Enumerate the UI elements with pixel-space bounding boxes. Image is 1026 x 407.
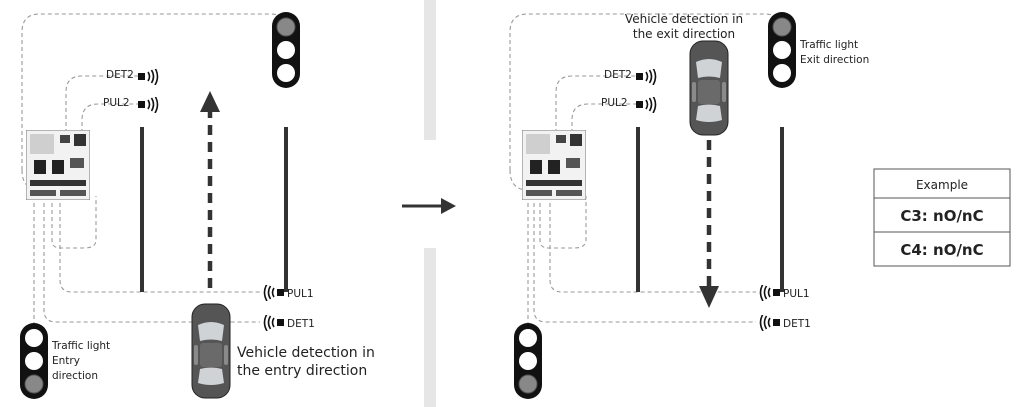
right-vehicle-detection-label-1: Vehicle detection in — [625, 12, 743, 26]
right-det1-label: DET1 — [783, 318, 811, 330]
right-exit-direction-arrow — [699, 140, 719, 308]
example-table-header: Example — [916, 178, 968, 192]
left-det1-label: DET1 — [287, 318, 315, 330]
left-lane-line-right — [284, 127, 288, 292]
right-wire-det2 — [555, 75, 638, 196]
left-wire-pul1 — [59, 196, 260, 293]
right-lane-line-left — [636, 127, 640, 292]
left-entry-direction-arrow — [200, 91, 220, 288]
example-table-row: C4: nO/nC — [900, 241, 983, 259]
right-control-board — [522, 130, 586, 200]
left-entry-traffic-light — [20, 323, 48, 399]
right-pul2-sensor-icon — [636, 97, 657, 113]
panel-divider — [424, 0, 436, 407]
right-det2-label: DET2 — [604, 69, 632, 81]
right-lane-line-right — [780, 127, 784, 292]
right-exit-light-middle — [773, 41, 791, 59]
left-vehicle-detection-label-2: the entry direction — [237, 363, 367, 379]
left-panel: DET2 PUL2 PUL1 DET1 Traffic light Entry … — [20, 12, 375, 399]
left-det2-sensor-icon — [138, 69, 159, 85]
left-pul1-label: PUL1 — [287, 288, 314, 300]
right-entry-traffic-light — [514, 323, 542, 399]
left-wire-det2 — [65, 75, 142, 196]
example-table-row: C3: nO/nC — [900, 207, 983, 225]
right-vehicle — [689, 40, 729, 136]
left-det1-sensor-icon — [263, 315, 284, 331]
left-control-board — [26, 130, 90, 200]
left-wire-bottom-loop — [51, 196, 97, 249]
right-det1-sensor-icon — [759, 315, 780, 331]
right-entry-light-middle — [519, 352, 537, 370]
right-pul1-label: PUL1 — [783, 288, 810, 300]
right-entry-light-top — [519, 329, 537, 347]
left-vehicle-detection-label-1: Vehicle detection in — [237, 345, 375, 361]
right-wire-pul2 — [571, 103, 638, 196]
left-pul2-sensor-icon — [138, 97, 159, 113]
divider-bottom — [424, 248, 436, 407]
left-pul2-label: PUL2 — [103, 97, 130, 109]
right-entry-light-bottom — [518, 374, 538, 394]
left-traffic-light-label-3: direction — [52, 370, 98, 382]
left-traffic-light-label-2: Entry — [52, 355, 80, 367]
right-exit-light-top — [772, 17, 792, 37]
left-exit-light-bottom — [277, 64, 295, 82]
right-exit-traffic-light — [768, 12, 796, 88]
right-pul1-sensor-icon — [759, 285, 780, 301]
right-wire-pul1 — [549, 196, 756, 293]
divider-top — [424, 0, 436, 140]
transition-arrow — [402, 198, 456, 214]
left-det2-label: DET2 — [106, 69, 134, 81]
right-wire-det1 — [533, 196, 756, 323]
right-exit-light-bottom — [773, 64, 791, 82]
left-wire-det1 — [43, 196, 260, 323]
left-exit-light-middle — [277, 41, 295, 59]
left-entry-light-bottom — [24, 374, 44, 394]
left-pul1-sensor-icon — [263, 285, 284, 301]
left-exit-light-top — [276, 17, 296, 37]
right-det2-sensor-icon — [636, 69, 657, 85]
right-pul2-label: PUL2 — [601, 97, 628, 109]
left-traffic-light-label-1: Traffic light — [51, 340, 110, 352]
left-exit-traffic-light — [272, 12, 300, 88]
left-entry-light-middle — [25, 352, 43, 370]
left-lane-line-left — [140, 127, 144, 292]
right-traffic-light-label-1: Traffic light — [799, 39, 858, 51]
right-vehicle-detection-label-2: the exit direction — [633, 27, 735, 41]
left-wire-pul2 — [81, 103, 142, 196]
right-traffic-light-label-2: Exit direction — [800, 54, 869, 66]
left-vehicle — [191, 303, 231, 399]
right-panel: DET2 PUL2 PUL1 DET1 Vehicle detection in… — [509, 12, 869, 399]
example-table: Example C3: nO/nC C4: nO/nC — [873, 168, 1011, 267]
left-entry-light-top — [25, 329, 43, 347]
right-wire-bottom-loop — [539, 196, 587, 249]
